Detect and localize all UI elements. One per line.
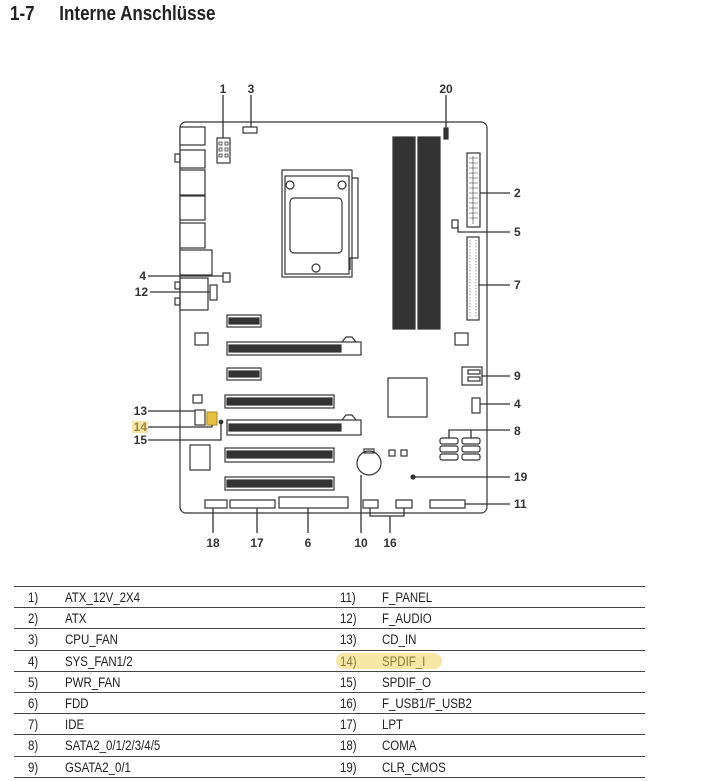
connector-name: SATA2_0/1/2/3/4/5: [65, 738, 161, 754]
label-17: 17: [250, 536, 264, 550]
dimm-slot-2: [417, 136, 441, 330]
connector-name: SPDIF_I: [382, 653, 426, 669]
connector-number: 18): [340, 738, 357, 754]
table-row: 4) SYS_FAN1/2 14) SPDIF_I: [14, 651, 645, 672]
connector-name: F_AUDIO: [382, 611, 432, 627]
connector-number: 1): [28, 590, 39, 605]
chipset: [387, 377, 428, 418]
cpu-fan-header: [242, 126, 258, 134]
label-19: 19: [514, 470, 528, 484]
cpu-socket: [281, 169, 353, 278]
connector-number: 2): [28, 611, 39, 627]
connector-number: 13): [340, 632, 357, 648]
connector-number: 8): [28, 738, 39, 754]
label-8: 8: [514, 424, 521, 438]
label-2: 2: [514, 186, 521, 200]
connector-number: 11): [340, 590, 356, 605]
connector-name: GSATA2_0/1: [65, 759, 131, 775]
dimm-slot-1: [392, 136, 416, 330]
connector-name: CLR_CMOS: [382, 759, 446, 775]
connector-number: 15): [340, 674, 357, 690]
connector-name: ATX_12V_2X4: [65, 590, 141, 605]
label-18: 18: [206, 536, 220, 550]
table-row: 9) GSATA2_0/1 19) CLR_CMOS: [14, 757, 645, 778]
connector-name: FDD: [65, 695, 89, 711]
label-14: 14: [134, 420, 148, 434]
connector-name: SYS_FAN1/2: [65, 653, 133, 669]
label-12: 12: [135, 285, 149, 299]
connector-number: 7): [28, 717, 39, 733]
label-3: 3: [248, 82, 255, 96]
connector-number: 4): [28, 653, 39, 669]
motherboard-diagram: 1 3 20 2 5 7 9 4 8 19 11 4 12 13 14 15 1…: [132, 82, 528, 550]
connector-name: F_USB1/F_USB2: [382, 695, 472, 711]
table-row: 7) IDE 17) LPT: [14, 714, 645, 736]
label-4-left: 4: [139, 269, 146, 283]
label-1: 1: [220, 82, 227, 96]
table-row: 1) ATX_12V_2X4 11) F_PANEL: [14, 587, 645, 609]
label-4-right: 4: [514, 397, 521, 411]
connector-name: CPU_FAN: [65, 632, 118, 648]
board-outline: [179, 121, 488, 514]
connector-name: PWR_FAN: [65, 674, 121, 690]
connector-table: 1) ATX_12V_2X4 11) F_PANEL 2) ATX 12) F_AUDIO 3)…: [14, 586, 645, 778]
table-row: 8) SATA2_0/1/2/3/4/5 18) COMA: [14, 735, 645, 757]
connector-name: COMA: [382, 738, 417, 754]
connector-name: SPDIF_O: [382, 674, 432, 690]
connector-number: 12): [340, 611, 357, 627]
label-13: 13: [134, 404, 148, 418]
label-11: 11: [514, 497, 527, 511]
highlight-mark: [336, 652, 442, 669]
connector-number: 17): [340, 717, 357, 733]
atx-connector: [466, 152, 481, 228]
label-9: 9: [514, 369, 521, 383]
connector-name: LPT: [382, 717, 404, 733]
table-row: 3) CPU_FAN 13) CD_IN: [14, 629, 645, 651]
connector-number: 9): [28, 759, 39, 775]
battery: [356, 450, 382, 476]
table-row: 2) ATX 12) F_AUDIO: [14, 608, 645, 630]
page-title: 1-7 Interne Anschlüsse: [10, 3, 216, 26]
connector-number: 16): [340, 695, 357, 711]
label-6: 6: [305, 536, 312, 550]
label-10: 10: [354, 536, 368, 550]
section-number: 1-7: [10, 3, 35, 25]
connector-name: IDE: [65, 717, 85, 733]
table-row: 6) FDD 16) F_USB1/F_USB2: [14, 693, 645, 715]
label-7: 7: [514, 278, 521, 292]
connector-number: 5): [28, 674, 39, 690]
table-row: 5) PWR_FAN 15) SPDIF_O: [14, 672, 645, 693]
connector-name: CD_IN: [382, 632, 417, 648]
connector-number: 19): [340, 759, 357, 775]
connector-name: F_PANEL: [382, 590, 433, 605]
label-16: 16: [383, 536, 397, 550]
connector-number: 14): [340, 653, 357, 669]
label-20: 20: [439, 82, 453, 96]
connector-name: ATX: [65, 611, 87, 627]
ide-connector: [466, 236, 480, 321]
label-5: 5: [514, 225, 521, 239]
section-title: Interne Anschlüsse: [59, 3, 216, 25]
connector-number: 3): [28, 632, 39, 648]
connector-number: 6): [28, 695, 39, 711]
label-15: 15: [134, 433, 148, 447]
